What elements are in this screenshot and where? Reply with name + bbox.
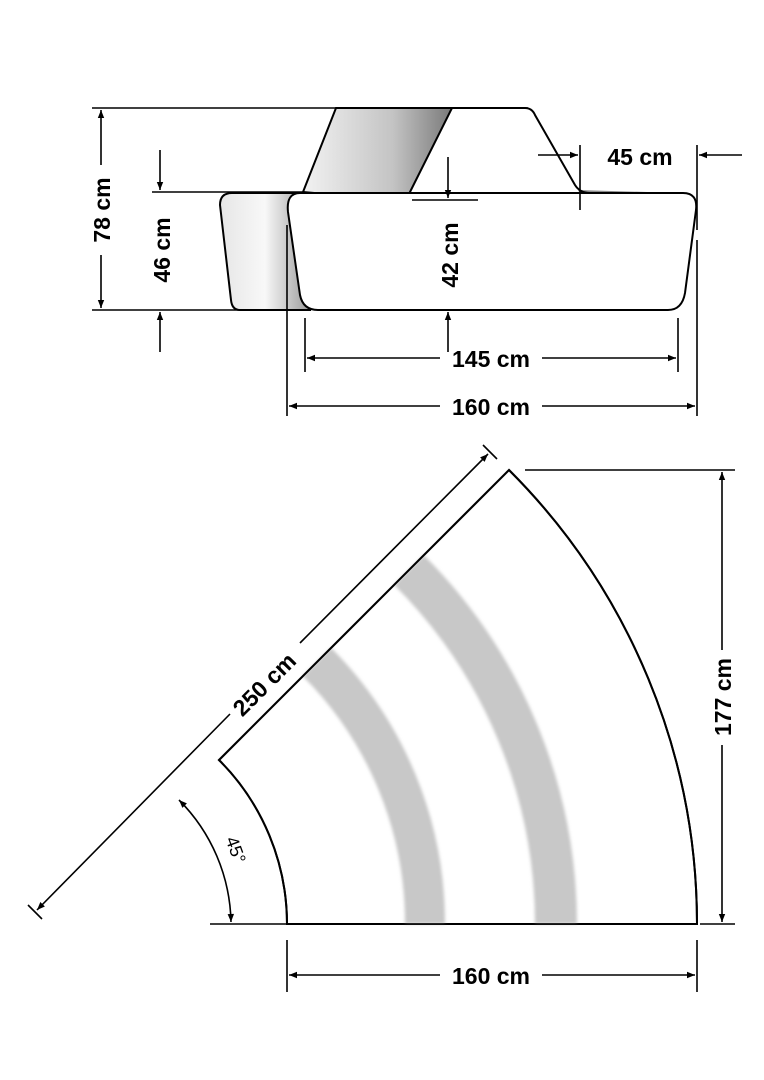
backrest-outline [452,107,591,194]
backrest-shaded [301,107,454,202]
seam-band-outer [394,555,577,925]
dim-back-depth: 45 cm [607,144,672,170]
dim-inner-width: 145 cm [452,346,530,372]
side-view: 78 cm 46 cm 42 cm 45 cm 145 cm 160 cm [89,107,742,420]
top-view: 250 cm 45° 177 cm 160 cm [27,444,736,992]
dim-angle: 45° [222,834,250,866]
seam-band-inner [302,647,446,925]
dim-seat-height: 46 cm [149,217,175,282]
dim-seat-thickness: 42 cm [437,222,463,287]
dim-width: 160 cm [452,963,530,989]
dim-depth: 177 cm [710,658,736,736]
dim-outer-width: 160 cm [452,394,530,420]
seat-body [286,192,698,311]
dim-height-total: 78 cm [89,177,115,242]
sector-seat [217,468,699,925]
